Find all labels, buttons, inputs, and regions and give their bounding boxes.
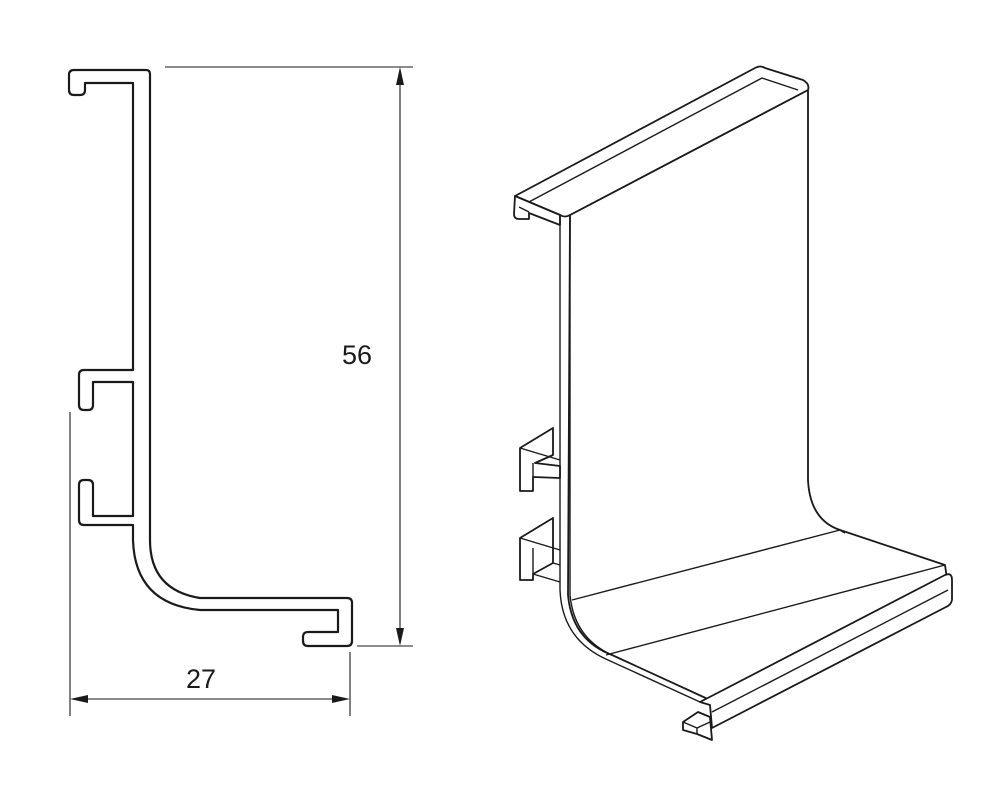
bottom-bend-edge — [807, 479, 841, 531]
top-lip-face — [514, 65, 810, 218]
panel-front-edge-inner — [569, 215, 613, 656]
profile-cross-section — [67, 68, 354, 648]
arrow-up-icon — [396, 67, 404, 85]
upper-channel-edges — [519, 447, 561, 477]
profile-outer-contour — [67, 68, 354, 648]
dimension-height: 56 — [165, 66, 413, 647]
bottom-lip-face — [699, 573, 953, 729]
upper-channel-face — [519, 427, 561, 492]
bottom-lip-inner-edge — [711, 589, 949, 713]
bend-tangent-line — [571, 529, 841, 601]
top-lip-curl-edge — [518, 206, 530, 213]
width-dimension-label: 27 — [186, 664, 216, 694]
bottom-lip-curl-edges — [682, 721, 711, 734]
lower-channel-face — [519, 517, 554, 581]
dimension-width: 27 — [69, 412, 351, 716]
lower-channel-edges — [519, 537, 561, 583]
bottom-lip-curl — [682, 711, 713, 741]
plate-fold-line — [605, 564, 946, 656]
height-dimension-label: 56 — [342, 340, 372, 370]
arrow-down-icon — [396, 628, 404, 646]
panel-front-edge — [559, 215, 701, 703]
profile-isometric-view — [513, 65, 953, 741]
arrow-right-icon — [332, 695, 350, 703]
plate-back-edge — [839, 529, 846, 534]
arrow-left-icon — [70, 695, 88, 703]
top-lip-front-face — [513, 195, 561, 226]
top-lip-inner-edge — [526, 77, 799, 204]
